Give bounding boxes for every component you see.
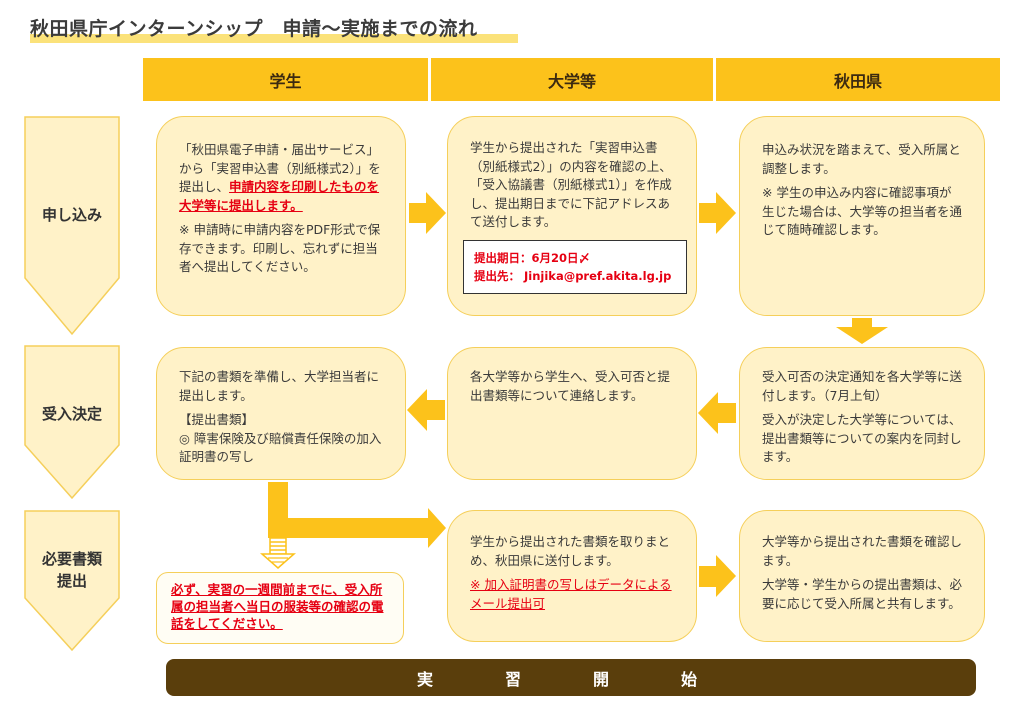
step-label-apply: 申し込み xyxy=(41,206,102,224)
decision-akita-note: 受入が決定した大学等については、提出書類等についての案内を同封します。 xyxy=(762,412,962,464)
documents-akita-text: 大学等から提出された書類を確認します。 xyxy=(762,534,963,568)
column-header-university: 大学等 xyxy=(431,58,713,101)
apply-akita-text: 申込み状況を踏まえて、受入所属と調整します。 xyxy=(762,142,961,176)
arrow-right-icon xyxy=(699,192,736,234)
step-arrow-apply: 申し込み xyxy=(24,116,120,336)
chevron-down-shape xyxy=(24,510,120,652)
apply-student-text: 「秋田県電子申請・届出サービス」から「実習申込書（別紙様式2）」を提出し、 xyxy=(179,142,381,194)
chevron-down-shape xyxy=(24,345,120,500)
apply-student-note: ※ 申請時に申請内容をPDF形式で保存できます。印刷し、忘れずに担当者へ提出して… xyxy=(179,222,381,274)
apply-student-red-text: 申請内容を印刷したものを大学等に提出します。 xyxy=(179,179,380,213)
box-apply-student: 「秋田県電子申請・届出サービス」から「実習申込書（別紙様式2）」を提出し、申請内… xyxy=(156,116,406,316)
documents-university-text: 学生から提出された書類を取りまとめ、秋田県に送付します。 xyxy=(470,534,671,568)
submission-address: 提出先： Jinjika@pref.akita.lg.jp xyxy=(474,269,672,283)
arrow-left-icon xyxy=(698,392,736,434)
decision-student-docs: ◎ 障害保険及び賠償責任保険の加入証明書の写し xyxy=(179,430,382,465)
box-documents-university: 学生から提出された書類を取りまとめ、秋田県に送付します。 ※ 加入証明書の写しは… xyxy=(447,510,697,642)
warning-text: 必ず、実習の一週間前までに、受入所属の担当者へ当日の服装等の確認の電話をしてくだ… xyxy=(171,582,384,631)
apply-akita-note: ※ 学生の申込み内容に確認事項が生じた場合は、大学等の担当者を通じて随時確認しま… xyxy=(762,185,963,237)
column-header-akita: 秋田県 xyxy=(716,58,1000,101)
warning-box: 必ず、実習の一週間前までに、受入所属の担当者へ当日の服装等の確認の電話をしてくだ… xyxy=(156,572,404,644)
step-label-decision: 受入決定 xyxy=(41,405,102,423)
chevron-down-shape xyxy=(24,116,120,336)
arrow-down-icon xyxy=(836,318,888,344)
step-label-documents-1: 必要書類 xyxy=(41,550,102,568)
arrow-right-icon xyxy=(409,192,446,234)
box-decision-university: 各大学等から学生へ、受入可否と提出書類等について連絡します。 xyxy=(447,347,697,480)
striped-down-arrow-icon xyxy=(260,537,296,569)
decision-student-text: 下記の書類を準備し、大学担当者に提出します。 xyxy=(179,369,380,403)
arrow-bend-right-icon xyxy=(268,482,446,548)
submission-deadline: 提出期日：6月20日〆 xyxy=(474,251,591,265)
submission-info-box: 提出期日：6月20日〆 提出先： Jinjika@pref.akita.lg.j… xyxy=(463,240,687,294)
box-decision-student: 下記の書類を準備し、大学担当者に提出します。 【提出書類】 ◎ 障害保険及び賠償… xyxy=(156,347,406,480)
decision-student-docs-head: 【提出書類】 xyxy=(179,412,255,427)
column-header-student: 学生 xyxy=(143,58,428,101)
documents-university-note: ※ 加入証明書の写しはデータによるメール提出可 xyxy=(470,577,672,611)
box-documents-akita: 大学等から提出された書類を確認します。 大学等・学生からの提出書類は、必要に応じ… xyxy=(739,510,985,642)
step-arrow-decision: 受入決定 xyxy=(24,345,120,500)
decision-university-text: 各大学等から学生へ、受入可否と提出書類等について連絡します。 xyxy=(470,369,671,403)
internship-start-bar: 実 習 開 始 xyxy=(166,659,976,696)
decision-akita-text: 受入可否の決定通知を各大学等に送付します。（7月上旬） xyxy=(762,369,963,403)
page-title: 秋田県庁インターンシップ 申請〜実施までの流れ xyxy=(30,18,478,40)
step-label-documents-2: 提出 xyxy=(56,572,87,590)
arrow-right-icon xyxy=(699,555,736,597)
documents-akita-note: 大学等・学生からの提出書類は、必要に応じて受入所属と共有します。 xyxy=(762,577,963,611)
arrow-left-icon xyxy=(407,389,445,431)
box-apply-akita: 申込み状況を踏まえて、受入所属と調整します。 ※ 学生の申込み内容に確認事項が生… xyxy=(739,116,985,316)
box-decision-akita: 受入可否の決定通知を各大学等に送付します。（7月上旬） 受入が決定した大学等につ… xyxy=(739,347,985,480)
step-arrow-documents: 必要書類 提出 xyxy=(24,510,120,652)
apply-university-text: 学生から提出された「実習申込書（別紙様式2）」の内容を確認の上、「受入協議書（別… xyxy=(470,140,672,229)
